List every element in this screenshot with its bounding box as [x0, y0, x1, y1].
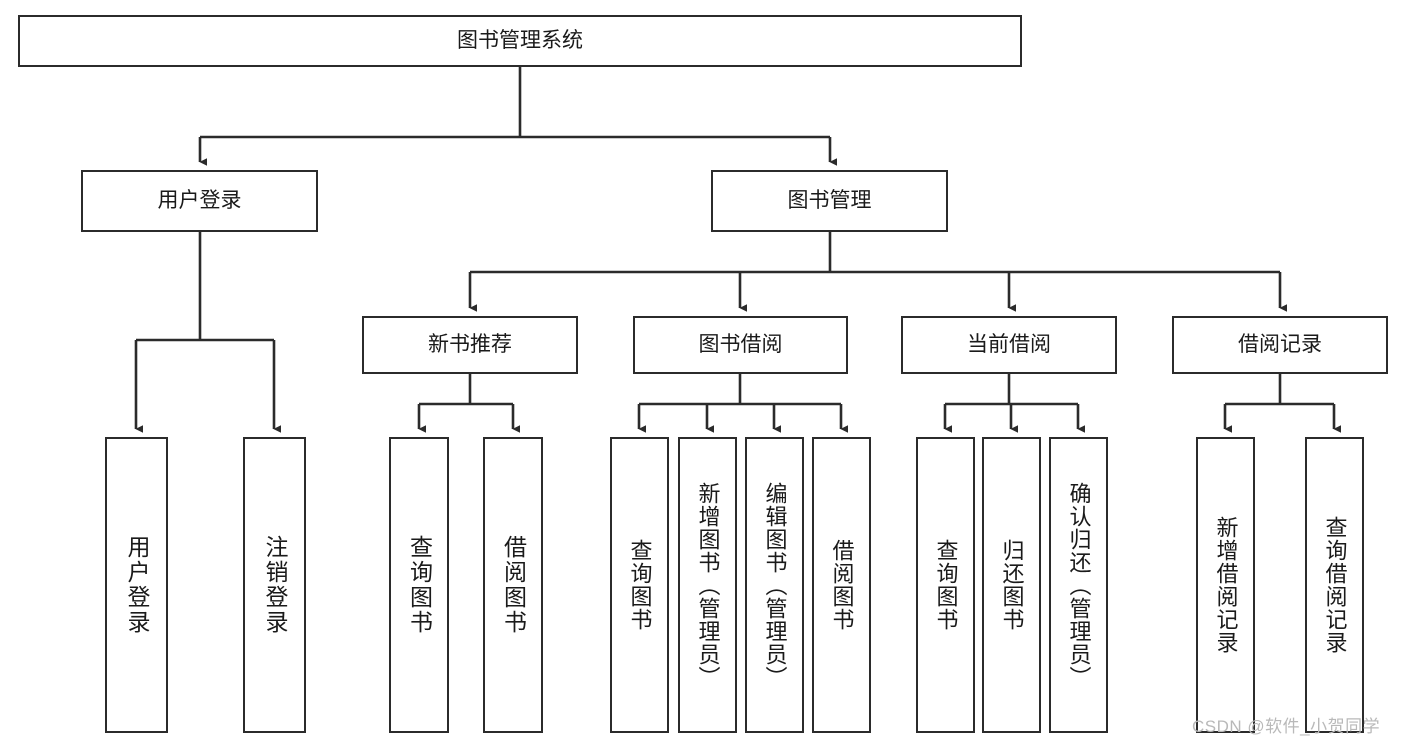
node-leaf-query-book-current-label: 查询图书: [933, 539, 959, 631]
node-book-manage[interactable]: 图书管理: [711, 170, 948, 232]
node-leaf-add-book-admin-label: 新增图书（管理员）: [695, 481, 721, 689]
node-leaf-user-login-label: 用户登录: [124, 535, 150, 635]
node-leaf-query-borrow-record[interactable]: 查询借阅记录: [1305, 437, 1364, 733]
node-book-borrow-label: 图书借阅: [698, 332, 783, 356]
node-leaf-borrow-book-recommend-label: 借阅图书: [500, 535, 527, 635]
node-current-borrow[interactable]: 当前借阅: [901, 316, 1117, 374]
node-leaf-edit-book-admin[interactable]: 编辑图书（管理员）: [745, 437, 804, 733]
node-leaf-return-book[interactable]: 归还图书: [982, 437, 1041, 733]
node-new-book-recommend-label: 新书推荐: [428, 332, 512, 356]
node-leaf-add-book-admin[interactable]: 新增图书（管理员）: [678, 437, 737, 733]
node-leaf-query-book-borrow-label: 查询图书: [627, 539, 653, 631]
node-book-manage-label: 图书管理: [787, 188, 872, 212]
edge-borrow-record-to-leaves: [1223, 374, 1341, 433]
node-leaf-add-borrow-record[interactable]: 新增借阅记录: [1196, 437, 1255, 733]
node-user-login-label: 用户登录: [157, 188, 242, 212]
node-user-login[interactable]: 用户登录: [81, 170, 318, 232]
edge-new-book-rec-to-leaves: [417, 374, 520, 433]
node-book-borrow[interactable]: 图书借阅: [633, 316, 848, 374]
node-leaf-confirm-return-admin-label: 确认归还（管理员）: [1066, 481, 1092, 689]
node-leaf-query-borrow-record-label: 查询借阅记录: [1322, 516, 1348, 654]
node-leaf-borrow-book[interactable]: 借阅图书: [812, 437, 871, 733]
node-leaf-edit-book-admin-label: 编辑图书（管理员）: [762, 481, 788, 689]
node-leaf-borrow-book-recommend[interactable]: 借阅图书: [483, 437, 543, 733]
node-leaf-add-borrow-record-label: 新增借阅记录: [1213, 516, 1239, 654]
node-leaf-user-login[interactable]: 用户登录: [105, 437, 168, 733]
node-leaf-logout-login-label: 注销登录: [262, 535, 288, 635]
node-leaf-confirm-return-admin[interactable]: 确认归还（管理员）: [1049, 437, 1108, 733]
node-leaf-query-book-borrow[interactable]: 查询图书: [610, 437, 669, 733]
node-leaf-logout-login[interactable]: 注销登录: [243, 437, 306, 733]
watermark: CSDN @软件_小贺同学: [1192, 717, 1381, 736]
node-leaf-query-book-recommend-label: 查询图书: [406, 535, 433, 635]
edge-book-manage-to-level3: [468, 232, 1287, 312]
node-borrow-record-label: 借阅记录: [1238, 332, 1322, 356]
node-leaf-borrow-book-label: 借阅图书: [829, 539, 855, 631]
node-new-book-recommend[interactable]: 新书推荐: [362, 316, 578, 374]
node-leaf-query-book-current[interactable]: 查询图书: [916, 437, 975, 733]
node-borrow-record[interactable]: 借阅记录: [1172, 316, 1388, 374]
edge-book-borrow-to-leaves: [637, 374, 848, 433]
node-root[interactable]: 图书管理系统: [18, 15, 1022, 67]
edge-root-to-level2: [198, 67, 837, 166]
node-root-label: 图书管理系统: [457, 28, 583, 52]
edge-user-login-to-leaves: [134, 232, 281, 433]
edge-current-borrow-to-leaves: [943, 374, 1085, 433]
node-current-borrow-label: 当前借阅: [967, 332, 1051, 356]
node-leaf-return-book-label: 归还图书: [999, 539, 1025, 631]
node-leaf-query-book-recommend[interactable]: 查询图书: [389, 437, 449, 733]
